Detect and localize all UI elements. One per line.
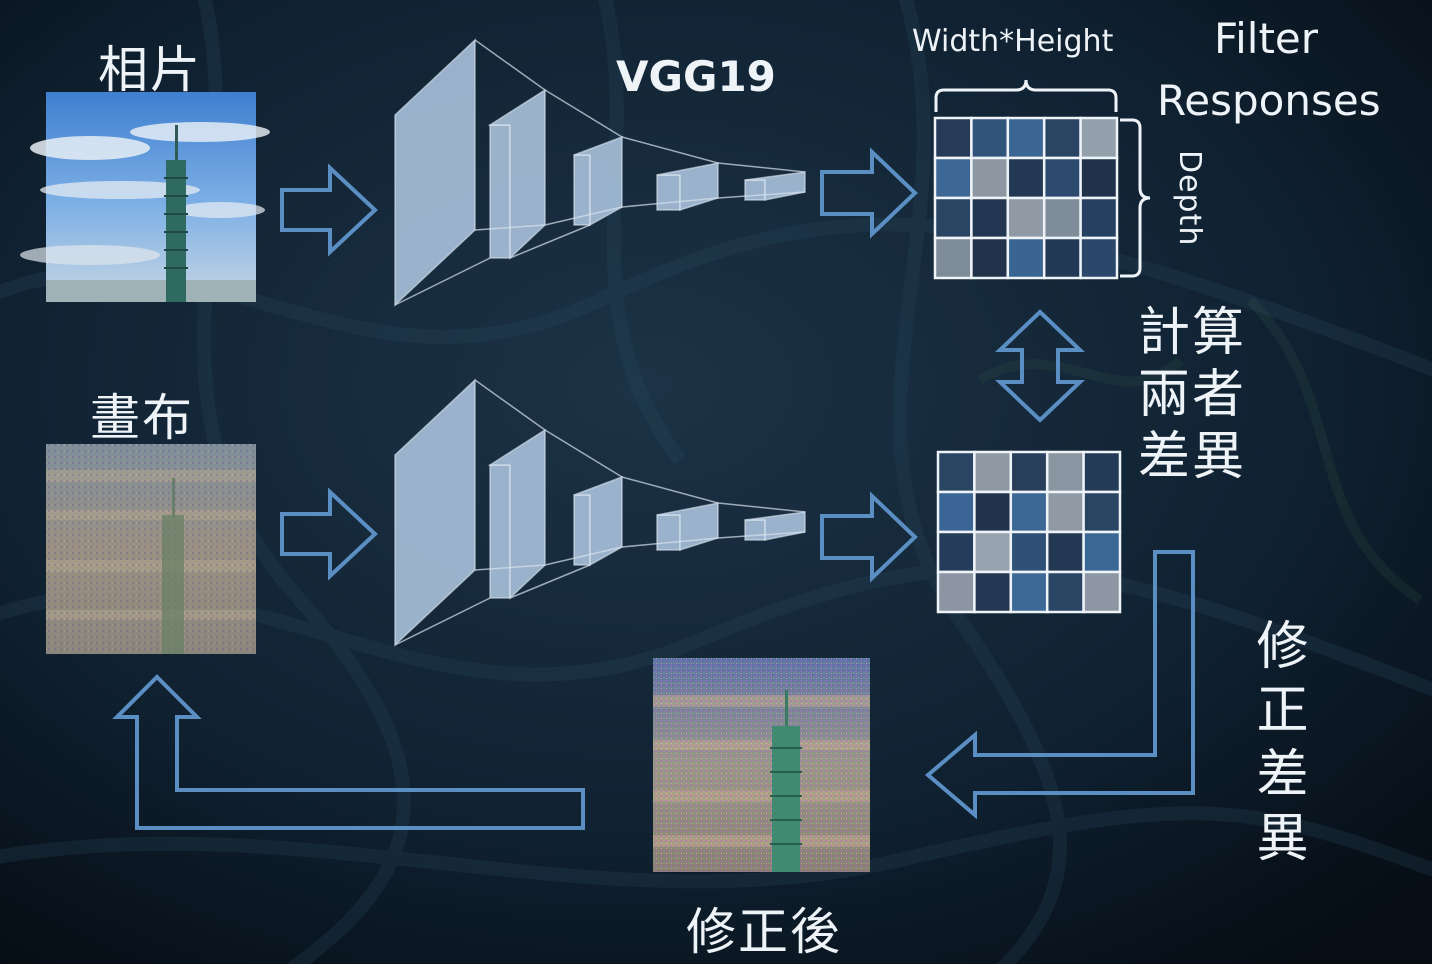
grid-cell (933, 156, 973, 200)
grid-cell (933, 236, 973, 280)
grid-cell (1082, 450, 1122, 494)
grid-cell (1006, 236, 1046, 280)
grid-cell (936, 530, 976, 574)
grid-cell (973, 450, 1013, 494)
vgg-network-top (394, 38, 806, 307)
grid-cell (970, 196, 1010, 240)
grid-cell (1042, 156, 1082, 200)
filter-responses-grid-bottom (936, 450, 1122, 614)
canvas-image (46, 444, 256, 654)
grid-cell (1009, 530, 1049, 574)
grid-cell (970, 236, 1010, 280)
corrected-image (653, 658, 870, 872)
grid-cell (973, 530, 1013, 574)
arrow-difference-to-corrected (924, 550, 1195, 820)
arrow-canvas-to-vgg (280, 487, 378, 581)
grid-cell (970, 116, 1010, 160)
grid-cell (1045, 570, 1085, 614)
grid-cell (1079, 116, 1119, 160)
grid-cell (1082, 530, 1122, 574)
grid-cell (1006, 196, 1046, 240)
grid-cell (936, 450, 976, 494)
vgg-network-bottom (394, 378, 806, 647)
grid-cell (973, 490, 1013, 534)
grid-cell (1082, 570, 1122, 614)
grid-cell (1045, 450, 1085, 494)
grid-cell (936, 570, 976, 614)
arrow-vgg-to-responses-top (820, 147, 918, 239)
compare-double-arrow (994, 309, 1086, 423)
grid-cell (1045, 530, 1085, 574)
width-height-brace (934, 79, 1118, 112)
correct-difference-label: 修正差異 (1247, 618, 1307, 874)
filter-label: Filter (1214, 14, 1319, 63)
grid-cell (1045, 490, 1085, 534)
filter-responses-grid-top (933, 116, 1119, 280)
grid-cell (973, 570, 1013, 614)
grid-cell (1042, 196, 1082, 240)
grid-cell (1079, 156, 1119, 200)
compute-difference-label: 計算兩者差異 (1138, 303, 1247, 487)
grid-cell (970, 156, 1010, 200)
depth-brace (1120, 118, 1151, 278)
responses-label: Responses (1157, 76, 1381, 125)
grid-cell (933, 116, 973, 160)
corrected-label: 修正後 (686, 903, 842, 961)
grid-cell (1079, 196, 1119, 240)
grid-cell (1042, 236, 1082, 280)
depth-label: Depth (1172, 150, 1207, 247)
arrow-photo-to-vgg (280, 163, 378, 257)
grid-cell (1009, 490, 1049, 534)
grid-cell (1082, 490, 1122, 534)
canvas-label: 畫布 (90, 389, 194, 447)
photo-image (20, 92, 270, 302)
arrow-corrected-to-canvas (112, 674, 585, 830)
grid-cell (1006, 116, 1046, 160)
grid-cell (1079, 236, 1119, 280)
grid-cell (933, 196, 973, 240)
arrow-vgg-to-responses-bottom (820, 491, 918, 583)
width-height-label: Width*Height (912, 24, 1114, 59)
grid-cell (1006, 156, 1046, 200)
vgg19-label: VGG19 (616, 52, 776, 101)
grid-cell (1009, 450, 1049, 494)
grid-cell (1042, 116, 1082, 160)
grid-cell (936, 490, 976, 534)
grid-cell (1009, 570, 1049, 614)
photo-label: 相片 (98, 41, 202, 99)
